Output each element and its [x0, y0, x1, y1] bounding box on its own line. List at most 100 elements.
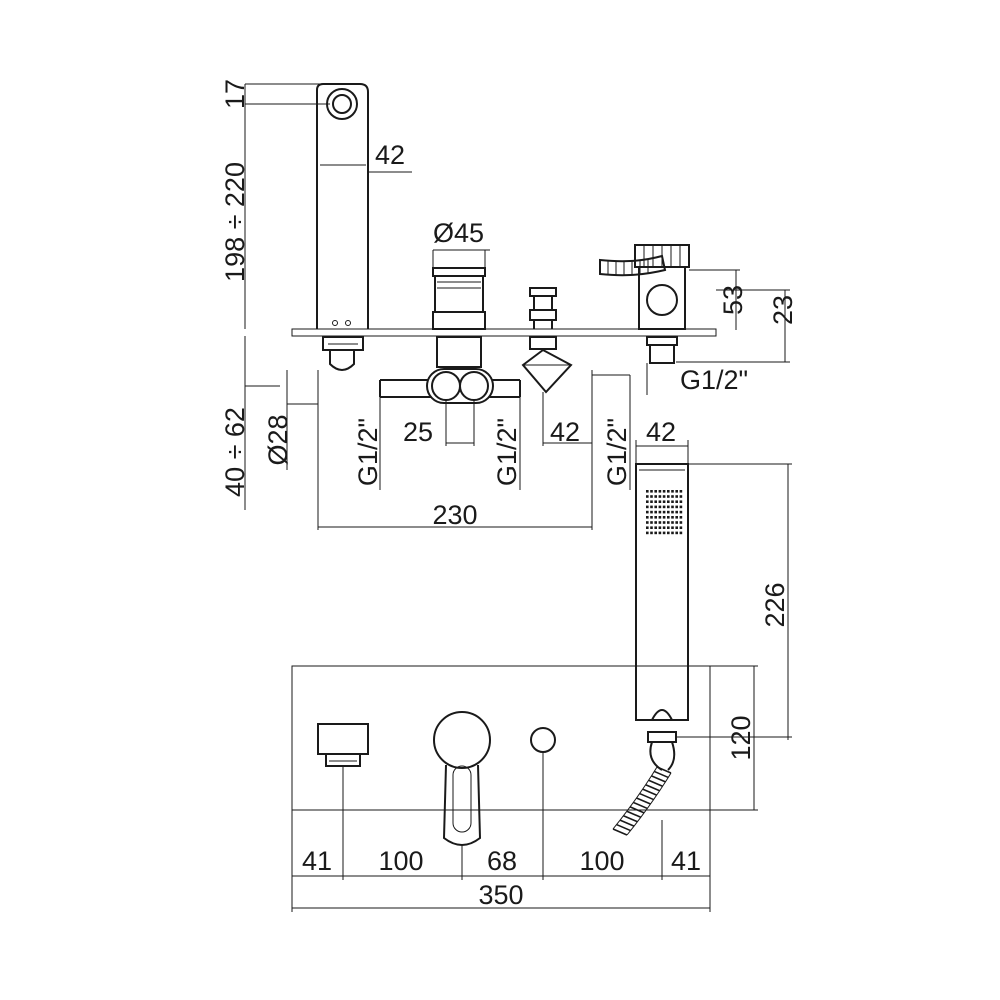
nozzle: [671, 490, 674, 493]
nozzle: [679, 516, 683, 519]
nozzle: [671, 521, 674, 524]
nozzle: [675, 521, 678, 524]
hose-edge-left: [612, 766, 658, 830]
hose-neck-r: [667, 741, 676, 771]
dim-label-spacing-4: 100: [579, 846, 624, 876]
dim-label-shank-length: 40 ÷ 62: [220, 407, 250, 497]
hose-coil-segment: [612, 828, 628, 836]
inlet-left: [431, 371, 461, 401]
nozzle: [658, 531, 662, 535]
spout-thread: [329, 350, 355, 371]
dim-label-350: 350: [478, 880, 523, 910]
nozzle: [650, 495, 653, 498]
hose-coil-segment: [639, 792, 654, 801]
hose-coil-segment: [648, 779, 663, 788]
dim-label-spacing-2: 100: [378, 846, 423, 876]
nozzle: [671, 526, 674, 529]
dim-label-handle-diameter: Ø45: [433, 218, 484, 248]
spout-body: [316, 83, 369, 329]
nozzle: [662, 526, 666, 529]
spout-plan: [317, 723, 369, 755]
diverter-knob: [530, 727, 556, 753]
holder-body: [638, 266, 686, 330]
mixer-cartridge: [432, 267, 486, 368]
shower-hose-connector: [651, 709, 673, 721]
nozzle: [658, 490, 662, 493]
nozzle: [658, 526, 662, 529]
nozzle: [658, 510, 662, 514]
nozzle: [662, 500, 666, 503]
dim-label-spacing-5: 41: [671, 846, 701, 876]
dim-label-valve-width: 42: [550, 417, 580, 447]
nozzle: [662, 531, 666, 535]
dim-label-shank-diameter: Ø28: [263, 414, 293, 465]
dim-label-connection-left: G1/2": [353, 418, 383, 486]
hose-stub: [599, 254, 667, 277]
dim-label-17: 17: [220, 79, 250, 109]
nozzle: [679, 526, 683, 529]
nozzle: [662, 495, 666, 498]
nozzle: [679, 495, 683, 498]
nozzle: [679, 521, 683, 524]
diverter-valve: [521, 287, 573, 394]
hose-coil-segment: [626, 810, 642, 819]
nozzle: [675, 526, 678, 529]
spout: [316, 83, 369, 371]
nozzle: [646, 526, 649, 529]
mixer-body: [379, 368, 521, 404]
nozzle: [671, 505, 674, 509]
hose-neck-l: [649, 741, 663, 771]
nozzle: [667, 500, 670, 503]
nozzle: [662, 516, 666, 519]
dim-label-spacing-3: 68: [487, 846, 517, 876]
nozzle: [654, 526, 657, 529]
nozzle: [646, 531, 649, 535]
nozzle: [654, 516, 657, 519]
nozzle: [650, 531, 653, 535]
dim-label-holder-connection: G1/2": [680, 365, 748, 395]
dim-label-23: 23: [768, 295, 798, 325]
nozzle: [675, 531, 678, 535]
hose-coil-segment: [651, 775, 666, 783]
nozzle: [646, 495, 649, 498]
spout-nut: [322, 336, 364, 351]
nozzle: [650, 505, 653, 509]
nozzle: [658, 500, 662, 503]
spout-screw-1: [332, 320, 338, 326]
dim-label-120: 120: [726, 715, 756, 760]
valve-body: [521, 348, 573, 394]
nozzle: [679, 531, 683, 535]
holder-thread: [649, 344, 675, 364]
hose-coil-segment: [642, 788, 657, 796]
nozzle: [671, 531, 674, 535]
nozzle: [646, 500, 649, 503]
nozzle: [667, 490, 670, 493]
nozzle: [667, 531, 670, 535]
dim-label-spacing-1: 41: [302, 846, 332, 876]
dim-label-connection-center: G1/2": [492, 418, 522, 486]
inlet-right: [459, 371, 489, 401]
nozzle: [671, 495, 674, 498]
nozzle: [646, 490, 649, 493]
nozzle: [662, 521, 666, 524]
valve-collar: [529, 309, 557, 321]
nozzle: [675, 500, 678, 503]
hand-shower: [612, 440, 792, 836]
hose-coil-segment: [645, 783, 660, 792]
nozzle: [650, 490, 653, 493]
hose-nut: [647, 731, 677, 743]
lever-slot: [452, 765, 472, 833]
nozzle: [650, 526, 653, 529]
nozzle: [662, 505, 666, 509]
nozzle: [679, 490, 683, 493]
shower-nozzle-grid: [646, 490, 683, 535]
spout-plan-outlet: [325, 754, 361, 767]
nozzle: [650, 510, 653, 514]
nozzle: [654, 510, 657, 514]
dimension-labels: 17 198 ÷ 220 42 Ø45 53 23 G1/2" 40 ÷ 62 …: [220, 79, 798, 910]
nozzle: [650, 516, 653, 519]
spout-screw-2: [345, 320, 351, 326]
nozzle: [654, 531, 657, 535]
lever-head: [433, 711, 491, 769]
